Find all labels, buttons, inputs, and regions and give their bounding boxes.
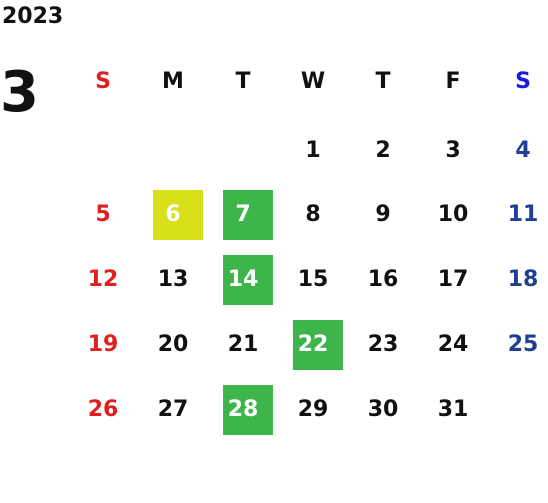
day-number: 12 <box>87 267 119 292</box>
day-number: 29 <box>297 397 329 422</box>
day-cell-24[interactable]: 24 <box>418 320 488 370</box>
weekday-thursday: T <box>375 69 391 94</box>
day-cell-14[interactable]: 14 <box>208 255 278 305</box>
weekday-tuesday: T <box>235 69 251 94</box>
day-cell-30[interactable]: 30 <box>348 385 418 435</box>
year-label: 2023 <box>2 4 64 29</box>
day-number: 4 <box>515 138 531 163</box>
day-cell-6[interactable]: 6 <box>138 190 208 240</box>
day-cell-15[interactable]: 15 <box>278 255 348 305</box>
weekday-wednesday: W <box>300 69 326 94</box>
day-number: 21 <box>227 332 259 357</box>
month-number: 3 <box>0 60 39 125</box>
day-number: 23 <box>367 332 399 357</box>
day-number: 15 <box>297 267 329 292</box>
day-cell-12[interactable]: 12 <box>68 255 138 305</box>
day-cell-20[interactable]: 20 <box>138 320 208 370</box>
day-number: 13 <box>157 267 189 292</box>
day-cell-25[interactable]: 25 <box>488 320 548 370</box>
day-number: 17 <box>437 267 469 292</box>
day-cell-11[interactable]: 11 <box>488 190 548 240</box>
day-cell-1[interactable]: 1 <box>278 126 348 176</box>
day-cell-7[interactable]: 7 <box>208 190 278 240</box>
day-number: 28 <box>227 397 259 422</box>
day-cell-5[interactable]: 5 <box>68 190 138 240</box>
day-number: 5 <box>95 202 111 227</box>
day-cell-31[interactable]: 31 <box>418 385 488 435</box>
day-number: 2 <box>375 138 391 163</box>
day-cell-18[interactable]: 18 <box>488 255 548 305</box>
day-number: 6 <box>165 202 181 227</box>
day-number: 3 <box>445 138 461 163</box>
weekday-saturday: S <box>515 69 531 94</box>
highlight-marker <box>223 385 273 435</box>
day-number: 8 <box>305 202 321 227</box>
day-cell-9[interactable]: 9 <box>348 190 418 240</box>
day-cell-26[interactable]: 26 <box>68 385 138 435</box>
day-number: 31 <box>437 397 469 422</box>
day-number: 1 <box>305 138 321 163</box>
day-number: 26 <box>87 397 119 422</box>
day-cell-16[interactable]: 16 <box>348 255 418 305</box>
day-number: 18 <box>507 267 539 292</box>
day-number: 27 <box>157 397 189 422</box>
highlight-marker <box>223 190 273 240</box>
day-cell-8[interactable]: 8 <box>278 190 348 240</box>
highlight-marker <box>153 190 203 240</box>
day-cell-4[interactable]: 4 <box>488 126 548 176</box>
day-number: 22 <box>297 332 329 357</box>
day-cell-23[interactable]: 23 <box>348 320 418 370</box>
weekday-friday: F <box>445 69 461 94</box>
highlight-marker <box>293 320 343 370</box>
day-cell-21[interactable]: 21 <box>208 320 278 370</box>
day-number: 11 <box>507 202 539 227</box>
day-cell-22[interactable]: 22 <box>278 320 348 370</box>
day-number: 30 <box>367 397 399 422</box>
highlight-marker <box>223 255 273 305</box>
day-cell-13[interactable]: 13 <box>138 255 208 305</box>
day-cell-19[interactable]: 19 <box>68 320 138 370</box>
day-number: 20 <box>157 332 189 357</box>
day-number: 25 <box>507 332 539 357</box>
day-number: 7 <box>235 202 251 227</box>
day-number: 14 <box>227 267 259 292</box>
day-cell-28[interactable]: 28 <box>208 385 278 435</box>
day-cell-10[interactable]: 10 <box>418 190 488 240</box>
day-cell-27[interactable]: 27 <box>138 385 208 435</box>
weekday-monday: M <box>162 69 184 94</box>
day-cell-29[interactable]: 29 <box>278 385 348 435</box>
day-number: 16 <box>367 267 399 292</box>
day-number: 19 <box>87 332 119 357</box>
weekday-sunday: S <box>95 69 111 94</box>
day-cell-2[interactable]: 2 <box>348 126 418 176</box>
day-cell-17[interactable]: 17 <box>418 255 488 305</box>
day-number: 24 <box>437 332 469 357</box>
day-cell-3[interactable]: 3 <box>418 126 488 176</box>
day-number: 10 <box>437 202 469 227</box>
day-number: 9 <box>375 202 391 227</box>
